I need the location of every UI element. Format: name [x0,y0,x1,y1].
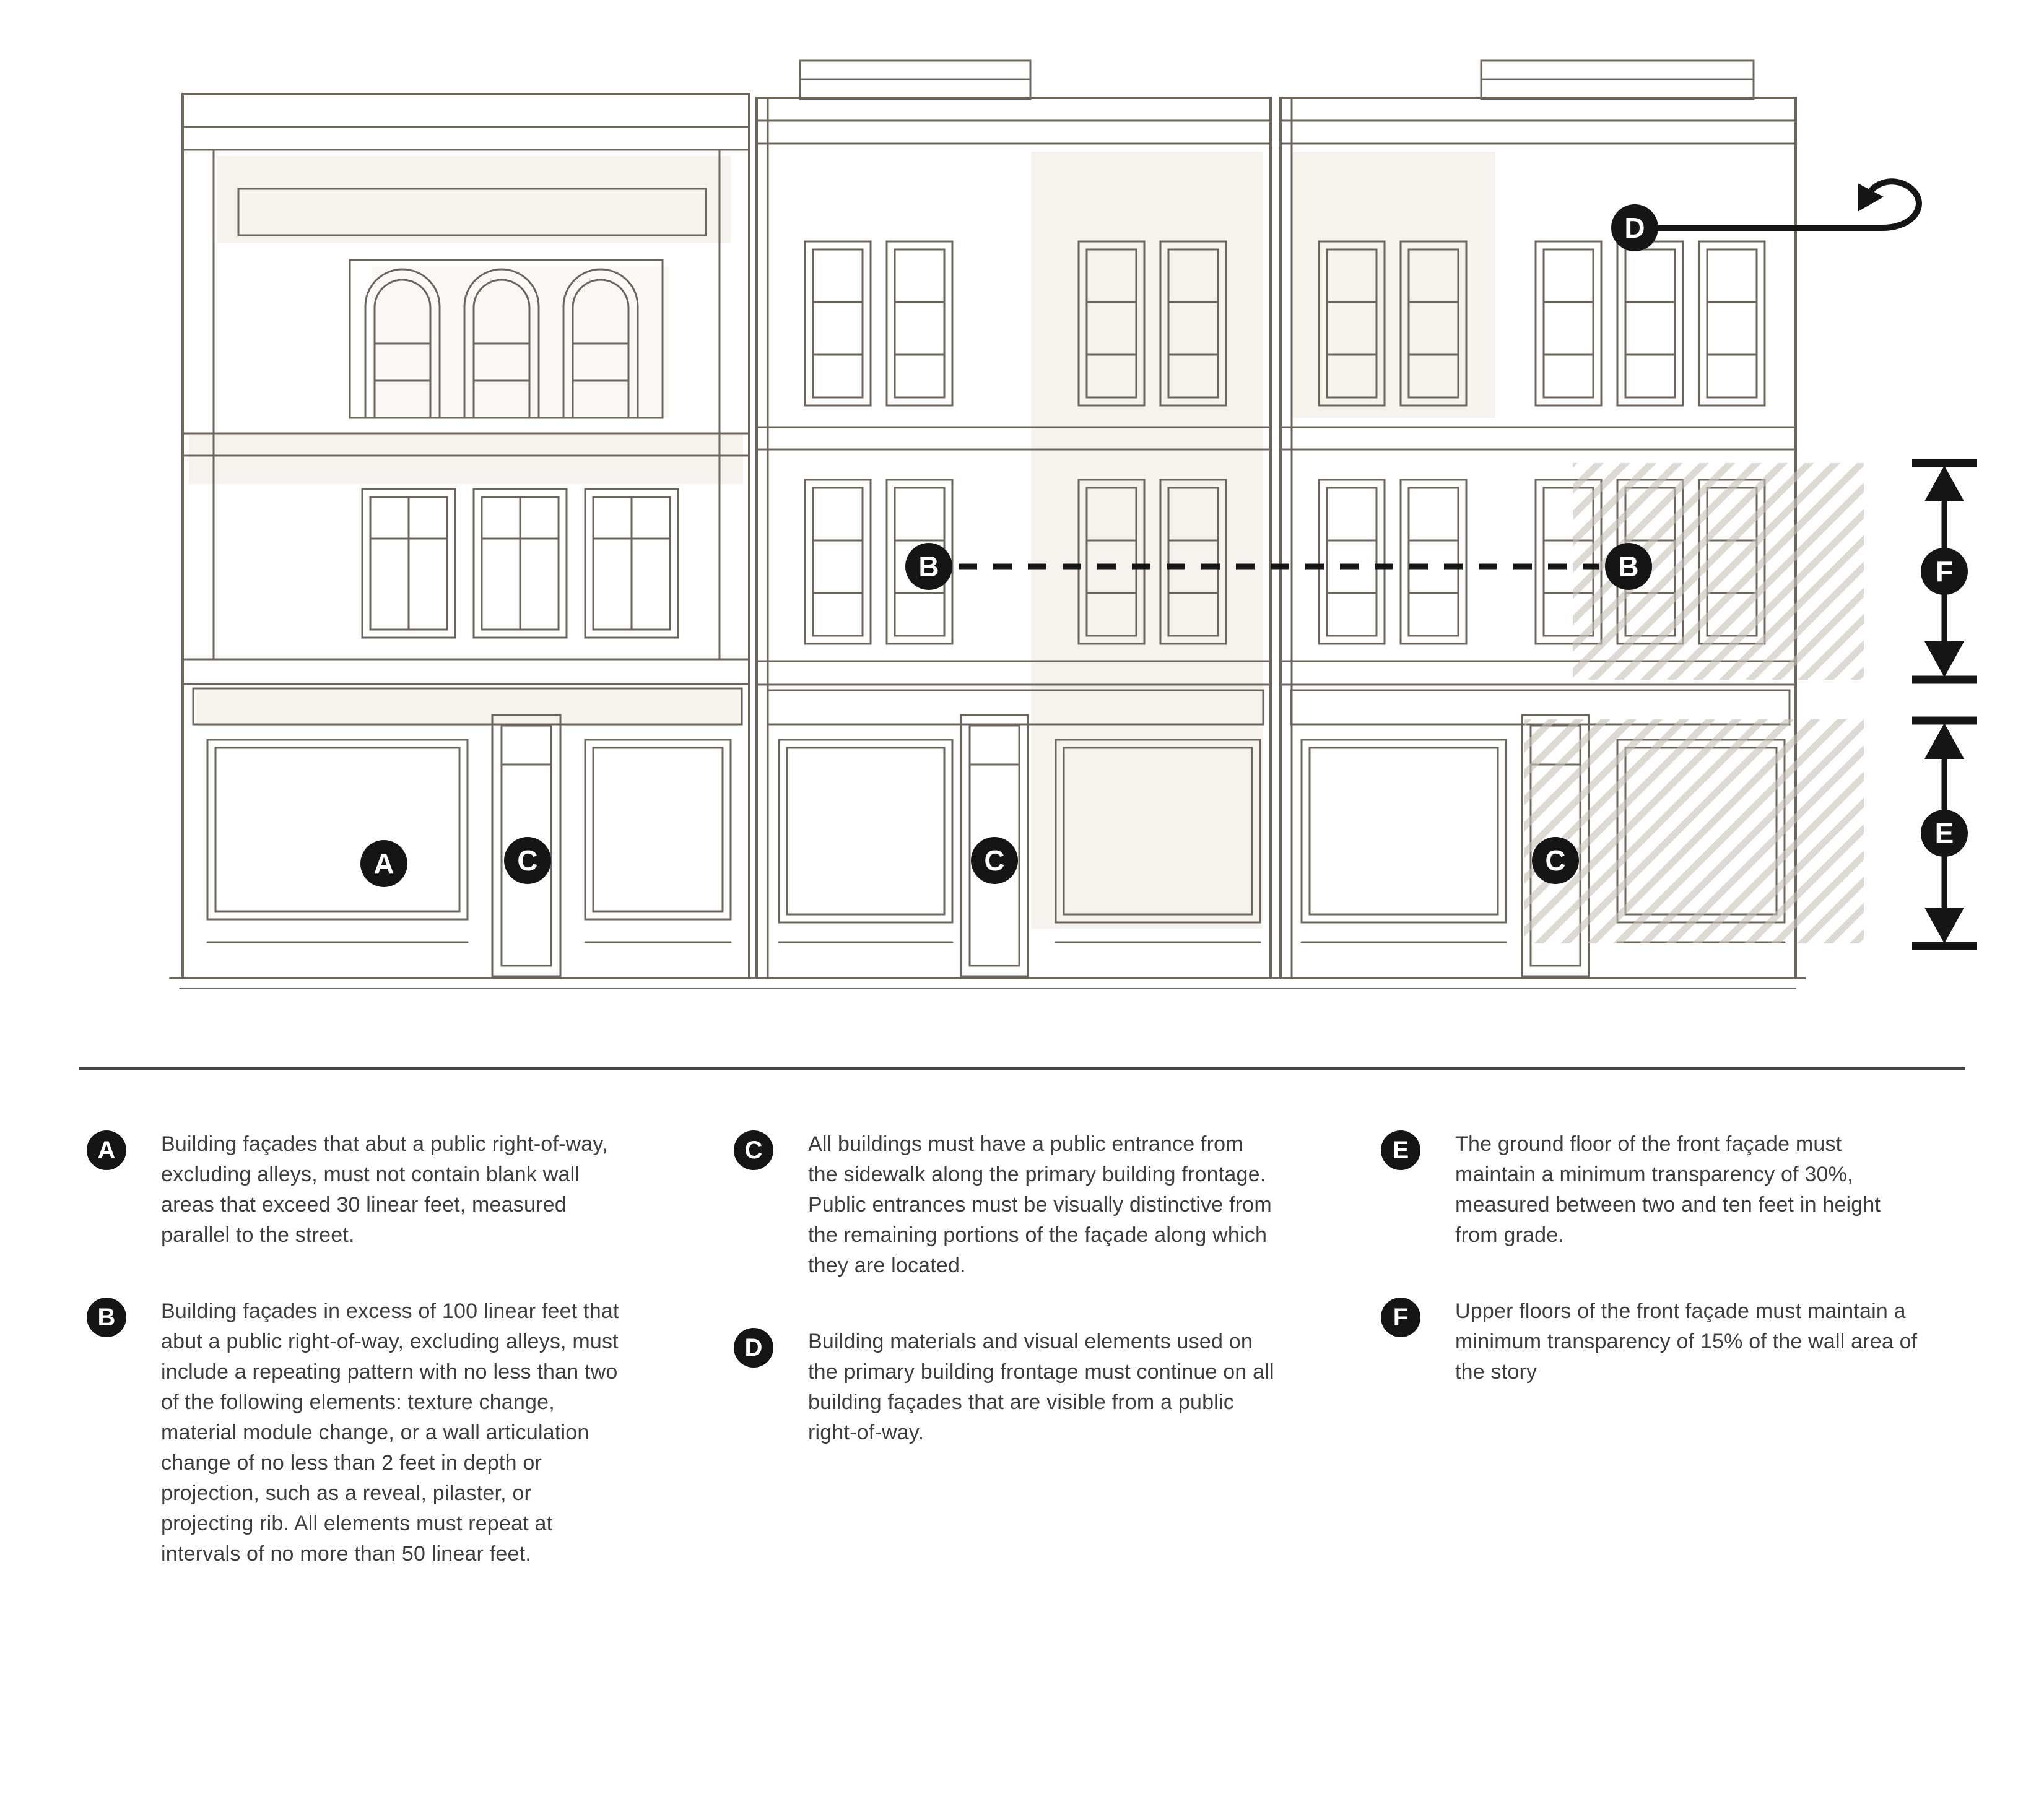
legend-marker-c: C [734,1130,773,1170]
legend-item-f: F Upper floors of the front façade must … [1381,1296,1935,1387]
legend-item-c: C All buildings must have a public entra… [734,1129,1288,1281]
legend-item-a: A Building façades that abut a public ri… [87,1129,641,1251]
marker-b-right: B [1605,543,1652,590]
hatch-ground-floor-zone [1524,719,1864,943]
building-left [181,93,750,979]
wall-tints [189,152,1495,929]
marker-b-left: B [905,543,952,590]
legend-marker-a: A [87,1130,126,1170]
legend-marker-b: B [87,1298,126,1337]
building-middle [755,59,1272,979]
marker-d: D [1611,204,1658,251]
marker-e: E [1921,810,1968,857]
legend-text-d: Building materials and visual elements u… [808,1330,1274,1444]
divider-line [79,1067,1965,1070]
legend-text-e: The ground floor of the front façade mus… [1455,1132,1881,1247]
arrow-d [1657,178,1922,231]
legend: A Building façades that abut a public ri… [87,1129,1935,1569]
legend-item-d: D Building materials and visual elements… [734,1327,1288,1448]
marker-c-left: C [504,837,551,884]
legend-column-1: A Building façades that abut a public ri… [87,1129,641,1569]
legend-text-b: Building façades in excess of 100 linear… [161,1299,619,1566]
legend-text-f: Upper floors of the front façade must ma… [1455,1299,1918,1384]
marker-f: F [1921,548,1968,595]
legend-column-3: E The ground floor of the front façade m… [1381,1129,1935,1569]
legend-column-2: C All buildings must have a public entra… [734,1129,1288,1569]
dimension-arrow-e [1912,716,1977,950]
legend-item-b: B Building façades in excess of 100 line… [87,1296,641,1569]
marker-c-middle: C [971,837,1018,884]
legend-text-a: Building façades that abut a public righ… [161,1132,608,1247]
marker-c-right: C [1532,837,1579,884]
legend-marker-f: F [1381,1298,1420,1337]
facade-elevation-sketch: A C B C B C D F E [169,59,1977,989]
legend-text-c: All buildings must have a public entranc… [808,1132,1272,1277]
legend-marker-d: D [734,1328,773,1368]
facade-sketch-svg [169,59,1977,989]
marker-a: A [360,840,407,887]
legend-marker-e: E [1381,1130,1420,1170]
legend-item-e: E The ground floor of the front façade m… [1381,1129,1935,1251]
